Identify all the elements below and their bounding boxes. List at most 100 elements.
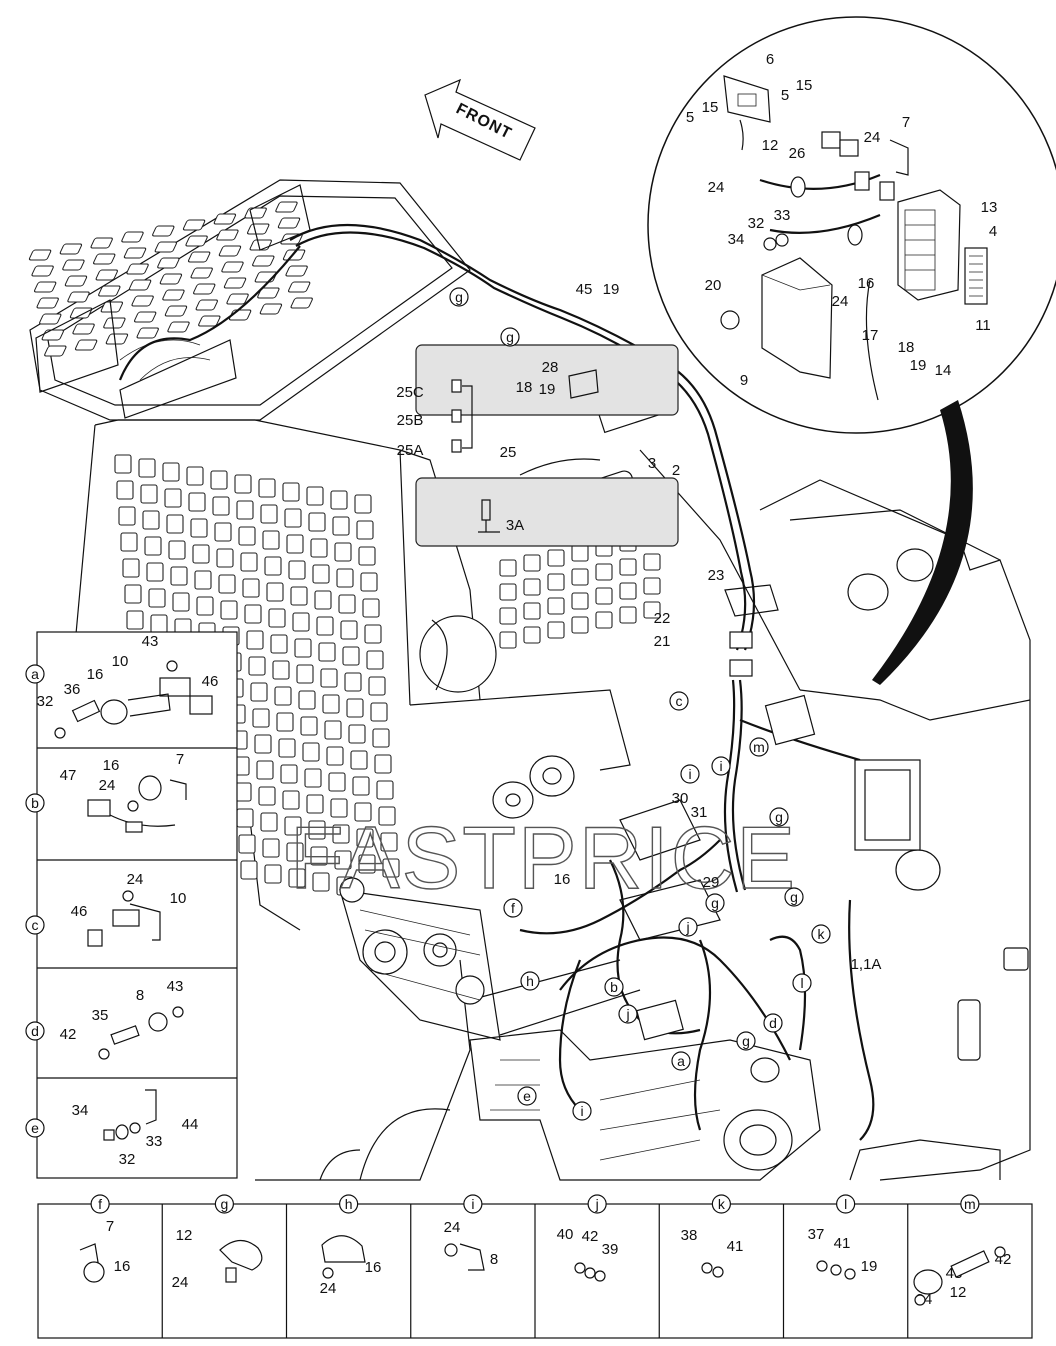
- callout-letter: b: [610, 979, 618, 995]
- window-hole: [380, 832, 398, 852]
- callout-number: 3A: [506, 517, 524, 534]
- callout-circle: [811, 924, 831, 944]
- window-hole: [258, 786, 276, 806]
- window-hole: [292, 612, 310, 632]
- panel-k-label: 38: [681, 1227, 698, 1244]
- window-hole: [210, 470, 228, 490]
- callout-letter: f: [511, 900, 515, 916]
- window-hole: [352, 776, 370, 796]
- vent-hole: [198, 315, 221, 327]
- window-hole: [234, 474, 252, 494]
- vent-hole: [190, 267, 213, 279]
- window-hole: [272, 660, 290, 680]
- panel-b-label: 16: [103, 757, 120, 774]
- window-hole: [282, 790, 300, 810]
- vent-hole: [72, 323, 95, 335]
- window-hole: [290, 586, 308, 606]
- window-hole: [298, 690, 316, 710]
- vent-hole: [226, 293, 249, 305]
- callout-letter: j: [625, 1006, 629, 1022]
- callout-number: 3: [648, 455, 656, 472]
- window-hole: [316, 616, 334, 636]
- rear-hole: [547, 597, 565, 615]
- panel-c-label: 24: [127, 871, 144, 888]
- panel-i-letter: i: [471, 1196, 474, 1212]
- vent-hole: [67, 291, 90, 303]
- callout-number: 17: [862, 327, 879, 344]
- vent-hole: [74, 339, 98, 351]
- callout-circle: [500, 327, 520, 347]
- callout-number: 28: [542, 359, 559, 376]
- window-hole: [248, 656, 266, 676]
- vent-hole: [252, 255, 275, 267]
- window-hole: [170, 566, 188, 586]
- window-hole: [328, 772, 346, 792]
- window-hole: [260, 504, 278, 524]
- callout-number: 19: [910, 357, 927, 374]
- vent-hole: [185, 235, 208, 247]
- panel-f-letter: f: [98, 1196, 102, 1212]
- vent-hole: [133, 311, 157, 323]
- window-hole: [374, 754, 392, 774]
- window-hole: [282, 482, 300, 502]
- window-hole: [120, 532, 138, 552]
- rear-hole: [499, 559, 517, 577]
- panel-c-badge: [25, 915, 45, 935]
- panel-l-badge: [836, 1194, 856, 1214]
- callout-letter: m: [753, 739, 765, 755]
- panel-a-label: 36: [64, 681, 81, 698]
- callout-number: 20: [705, 277, 722, 294]
- left-panel-parts: [54, 660, 213, 1141]
- window-hole: [264, 864, 282, 884]
- window-hole: [162, 462, 180, 482]
- callout-number: 26: [789, 145, 806, 162]
- panel-e-badge: [25, 1118, 45, 1138]
- vent-hole: [41, 329, 64, 341]
- window-hole: [286, 842, 304, 862]
- callout-number: 24: [708, 179, 725, 196]
- panel-d-badge: [25, 1021, 45, 1041]
- callout-number: 30: [672, 790, 689, 807]
- rear-hole: [571, 544, 589, 562]
- callout-letter: g: [711, 895, 719, 911]
- rear-window-grid: [499, 529, 661, 649]
- window-hole: [306, 486, 324, 506]
- vent-hole: [195, 299, 218, 311]
- callout-number: 12: [762, 137, 779, 154]
- rear-hole: [547, 621, 565, 639]
- window-hole: [326, 746, 344, 766]
- window-hole: [330, 490, 348, 510]
- vent-hole: [164, 305, 188, 317]
- window-hole: [334, 542, 352, 562]
- panel-a-letter: a: [31, 666, 39, 682]
- window-hole: [334, 850, 352, 870]
- rear-hole: [523, 578, 541, 596]
- rear-hole: [619, 558, 637, 576]
- window-hole: [268, 608, 286, 628]
- window-hole: [338, 594, 356, 614]
- rear-hole: [523, 554, 541, 572]
- callout-number: 18: [516, 379, 533, 396]
- roof-lights: [35, 184, 311, 419]
- panel-j-letter: j: [595, 1196, 599, 1212]
- callout-letter: i: [719, 758, 722, 774]
- vent-hole: [162, 289, 185, 301]
- rear-hole: [547, 573, 565, 591]
- window-hole: [376, 780, 394, 800]
- callout-letter: a: [677, 1053, 685, 1069]
- window-hole: [284, 816, 302, 836]
- rear-hole: [643, 601, 661, 619]
- window-hole: [324, 720, 342, 740]
- callout-number: 18: [898, 339, 915, 356]
- callout-circle: [604, 977, 624, 997]
- panel-e-label: 44: [182, 1116, 199, 1133]
- callout-number: 25B: [397, 412, 424, 429]
- window-hole: [360, 572, 378, 592]
- window-hole: [186, 466, 204, 486]
- vent-hole: [290, 297, 313, 309]
- window-hole: [190, 518, 208, 538]
- window-hole: [238, 526, 256, 546]
- window-hole: [276, 712, 294, 732]
- window-hole: [310, 846, 328, 866]
- callout-number: 5: [781, 87, 789, 104]
